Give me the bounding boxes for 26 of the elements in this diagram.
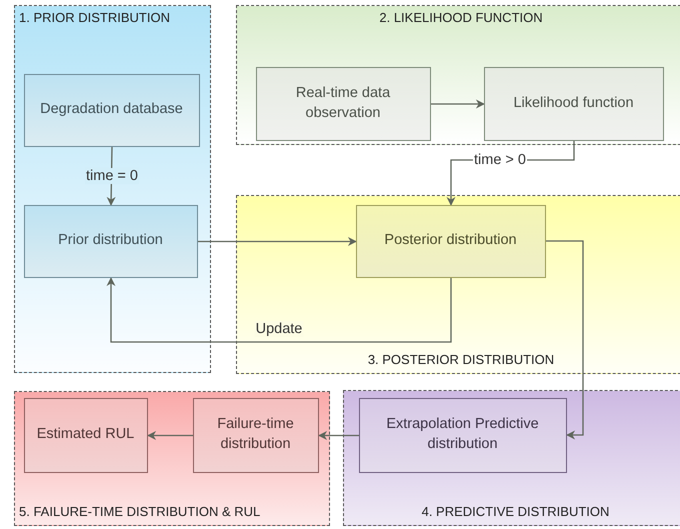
panel-title: 5. FAILURE-TIME DISTRIBUTION & RUL [18, 504, 262, 519]
panel-title: 2. LIKELIHOOD FUNCTION [378, 10, 544, 25]
arrow [318, 431, 359, 440]
process-box: Likelihood function [484, 66, 664, 140]
group-panel [343, 390, 680, 526]
panel-title: 3. POSTERIOR DISTRIBUTION [366, 352, 556, 367]
arrow [546, 240, 584, 440]
process-box: Prior distribution [24, 204, 198, 278]
group-panel [236, 195, 680, 374]
group-panel [14, 391, 330, 526]
arrow [198, 237, 357, 246]
group-panel [236, 5, 680, 145]
arrow [147, 431, 193, 440]
edge-label: time = 0 [85, 168, 139, 184]
process-box: Failure-time distribution [192, 398, 318, 472]
process-box: Degradation database [24, 74, 200, 146]
process-box: Extrapolation Predictive distribution [358, 398, 566, 472]
process-box: Real-time data observation [256, 66, 430, 140]
arrow [106, 277, 452, 343]
process-box: Estimated RUL [24, 398, 148, 472]
edge-label: Update [254, 321, 304, 337]
process-box: Posterior distribution [356, 204, 546, 278]
panel-title: 1. PRIOR DISTRIBUTION [18, 10, 171, 25]
group-panel [14, 5, 211, 373]
panel-title: 4. PREDICTIVE DISTRIBUTION [420, 504, 610, 519]
arrow [431, 100, 485, 108]
